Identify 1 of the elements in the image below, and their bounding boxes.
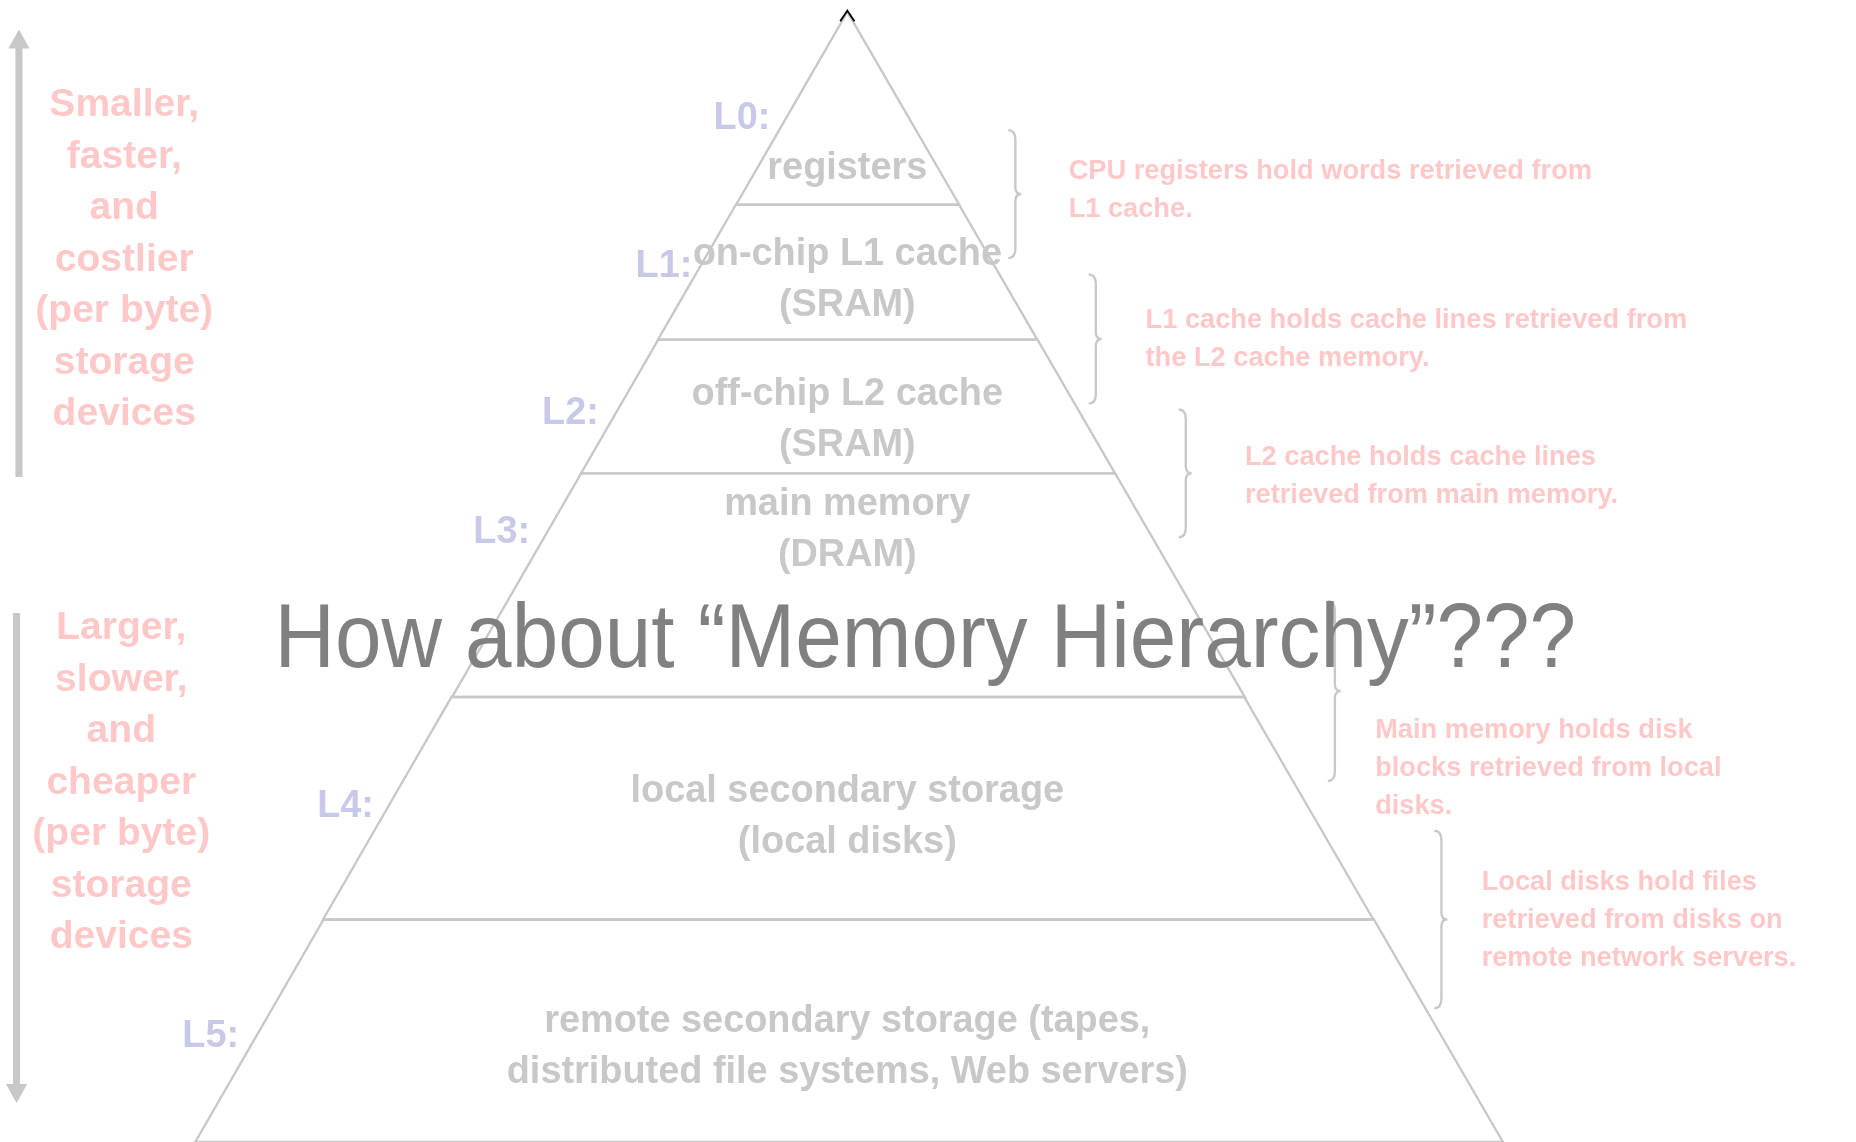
title: How about “Memory Hierarchy”??? <box>274 589 1577 684</box>
